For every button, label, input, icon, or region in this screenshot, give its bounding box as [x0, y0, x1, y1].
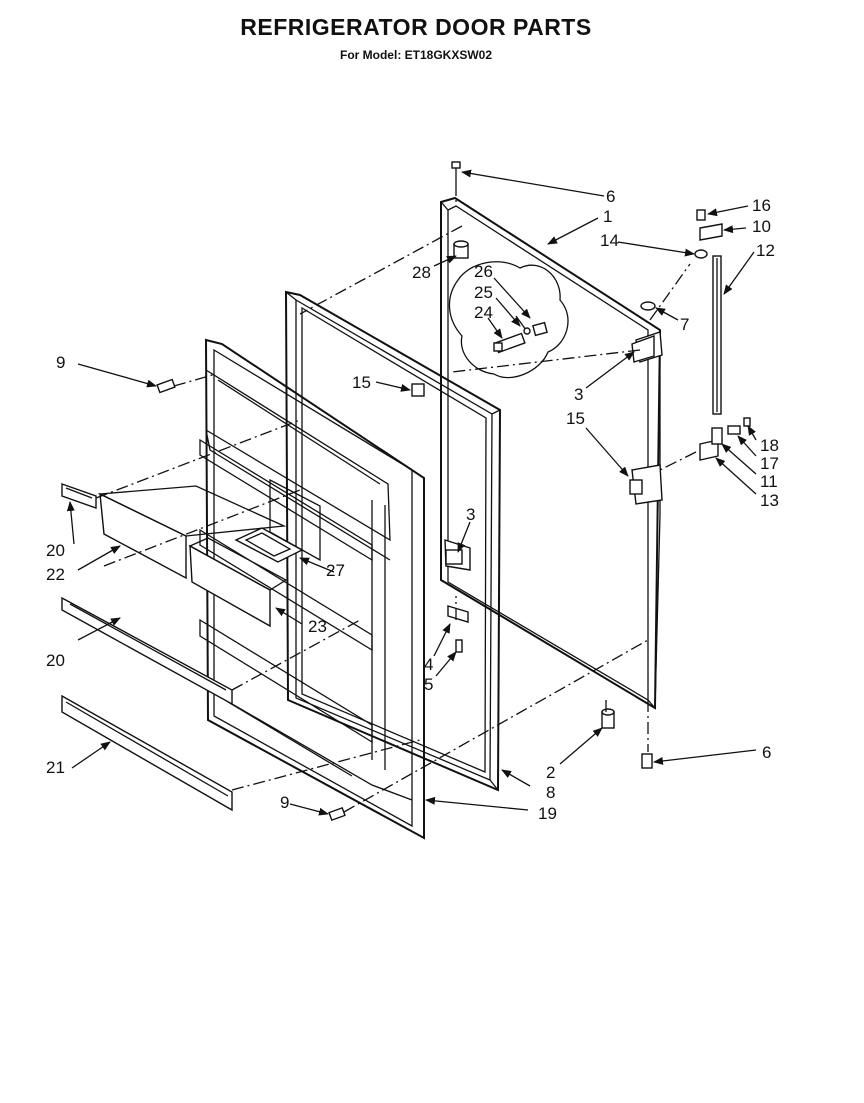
callout-24: 24: [474, 303, 493, 322]
part-12-rod: [712, 255, 722, 415]
callout-25: 25: [474, 283, 493, 302]
callout-4: 4: [424, 655, 433, 674]
callout-13: 13: [760, 491, 779, 510]
callout-12: 12: [756, 241, 775, 260]
part-14-spacer: [694, 249, 708, 259]
callout-6-bottom: 6: [762, 743, 771, 762]
part-20-lower-rail: [61, 596, 233, 706]
part-24-latch: [493, 332, 526, 354]
callout-3-left: 3: [466, 505, 475, 524]
leader-lines: [66, 169, 757, 816]
callout-6-top: 6: [606, 187, 615, 206]
part-16-screw: [696, 209, 706, 221]
callout-3-right: 3: [574, 385, 583, 404]
part-4-hinge-plate: [447, 605, 469, 623]
door-gasket: [284, 290, 502, 792]
callout-9-upper: 9: [56, 353, 65, 372]
part-9-screw-lower: [328, 806, 346, 822]
callout-23: 23: [308, 617, 327, 636]
callout-11: 11: [760, 472, 778, 491]
part-10-cap: [699, 223, 723, 241]
callout-18: 18: [760, 436, 779, 455]
part-15-hinge-cover-left: [411, 383, 425, 397]
part-18-screw: [743, 417, 751, 427]
callout-20-lower: 20: [46, 651, 65, 670]
alignment-lines: [95, 184, 697, 813]
part-21-bottom-rail: [61, 694, 233, 812]
callout-5: 5: [424, 675, 433, 694]
callout-16: 16: [752, 196, 771, 215]
callout-22: 22: [46, 565, 65, 584]
callout-7: 7: [680, 315, 689, 334]
part-6-screw-top: [451, 161, 461, 184]
part-9-screw-upper: [156, 378, 176, 394]
part-20-upper-rail: [61, 483, 97, 509]
part-6-screw-bottom: [641, 753, 653, 769]
part-27-cover: [234, 527, 304, 563]
model-subtitle: For Model: ET18GKXSW02: [339, 48, 493, 62]
part-11-bushing: [711, 427, 723, 445]
part-5-screw: [455, 639, 463, 653]
part-2-foot: [601, 708, 615, 729]
callout-26: 26: [474, 262, 493, 281]
part-28-bushing: [453, 240, 469, 259]
callout-14: 14: [600, 231, 619, 250]
page-title: REFRIGERATOR DOOR PARTS: [240, 14, 592, 40]
callout-28: 28: [412, 263, 431, 282]
callout-8: 8: [546, 783, 555, 802]
callout-10: 10: [752, 217, 771, 236]
part-22-shelf: [97, 485, 287, 580]
inner-door-liner: [199, 338, 425, 840]
part-23-shelf: [188, 537, 288, 628]
callout-27: 27: [326, 561, 345, 580]
part-25-screw: [515, 315, 531, 335]
callout-15-left: 15: [352, 373, 371, 392]
callout-9-lower: 9: [280, 793, 289, 812]
callout-19: 19: [538, 804, 557, 823]
cutaway-view: [448, 261, 569, 379]
callout-15-right: 15: [566, 409, 585, 428]
part-3-hinge-left: [445, 549, 463, 565]
callout-21: 21: [46, 758, 65, 777]
callout-1: 1: [603, 207, 612, 226]
callout-2: 2: [546, 763, 555, 782]
part-17-pin: [727, 425, 741, 435]
part-15-hinge-cover-right: [629, 479, 643, 495]
callout-labels: 6 1 14 16 10 12 7 3 15 18 17 11 13 28 26…: [46, 187, 779, 823]
callout-20-upper: 20: [46, 541, 65, 560]
part-7-cap: [640, 301, 656, 311]
callout-17: 17: [760, 454, 779, 473]
part-26-strike: [532, 321, 548, 337]
